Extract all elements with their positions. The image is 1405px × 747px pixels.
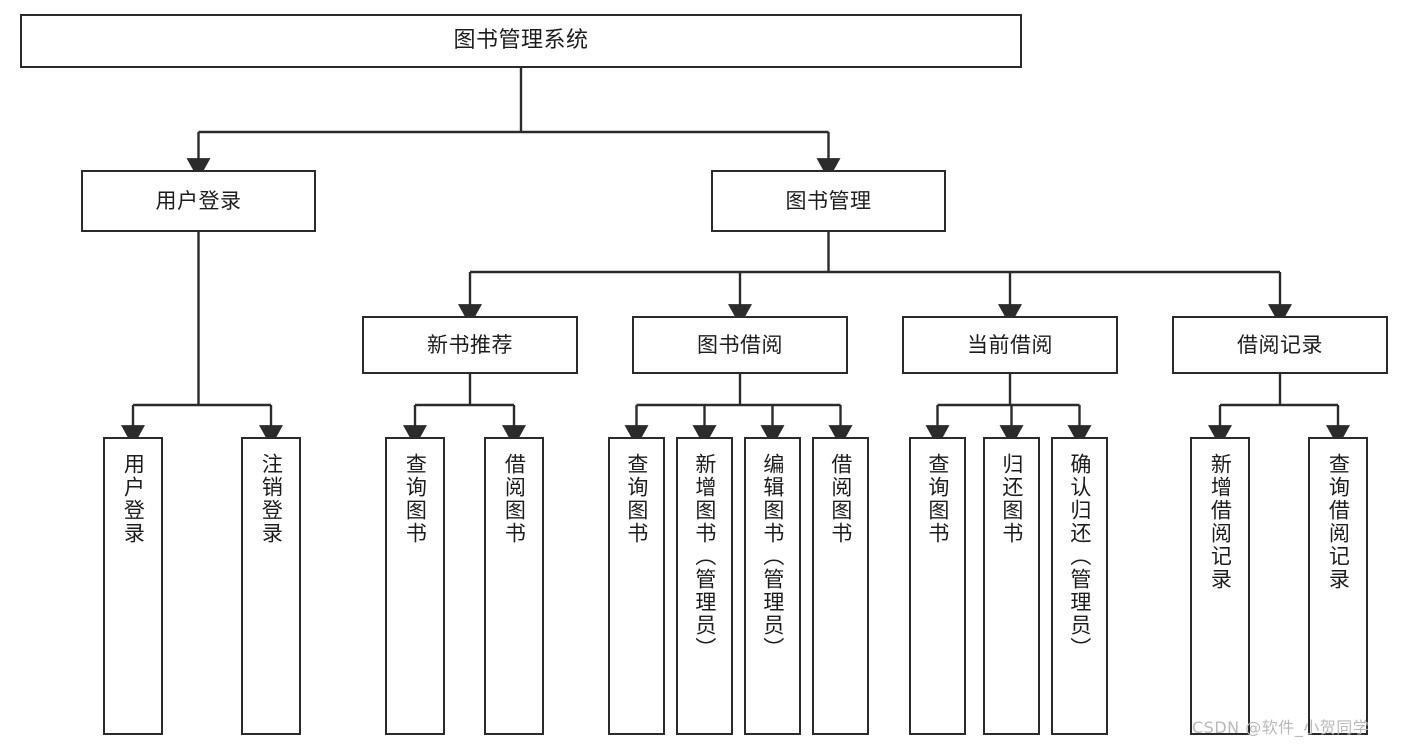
node-leaf-borrow-book-2[interactable]: 借阅图书 xyxy=(812,437,869,735)
node-user-login-label: 用户登录 xyxy=(155,188,242,213)
node-borrow-record-label: 借阅记录 xyxy=(1237,332,1323,357)
node-leaf-query-book-1[interactable]: 查询图书 xyxy=(385,437,445,735)
node-leaf-add-record-label: 新增借阅记录 xyxy=(1208,453,1233,591)
node-book-manage-label: 图书管理 xyxy=(785,188,872,213)
node-book-manage[interactable]: 图书管理 xyxy=(711,170,946,232)
node-leaf-logout-label: 注销登录 xyxy=(259,453,284,545)
node-leaf-confirm-return-label: 确认归还（管理员） xyxy=(1067,453,1092,660)
node-leaf-edit-book[interactable]: 编辑图书（管理员） xyxy=(744,437,801,735)
node-leaf-confirm-return[interactable]: 确认归还（管理员） xyxy=(1051,437,1108,735)
node-book-borrow[interactable]: 图书借阅 xyxy=(632,316,848,374)
node-root-label: 图书管理系统 xyxy=(453,28,589,54)
node-leaf-add-record[interactable]: 新增借阅记录 xyxy=(1190,437,1250,735)
node-leaf-user-login[interactable]: 用户登录 xyxy=(103,437,163,735)
node-leaf-return-book[interactable]: 归还图书 xyxy=(983,437,1040,735)
node-leaf-query-record[interactable]: 查询借阅记录 xyxy=(1308,437,1368,735)
node-leaf-borrow-book-2-label: 借阅图书 xyxy=(828,453,853,545)
node-current-borrow-label: 当前借阅 xyxy=(967,332,1053,357)
node-leaf-return-book-label: 归还图书 xyxy=(999,453,1024,545)
node-leaf-add-book-label: 新增图书（管理员） xyxy=(692,453,717,660)
node-new-book-recommend[interactable]: 新书推荐 xyxy=(362,316,578,374)
node-current-borrow[interactable]: 当前借阅 xyxy=(902,316,1118,374)
node-book-borrow-label: 图书借阅 xyxy=(697,332,783,357)
node-borrow-record[interactable]: 借阅记录 xyxy=(1172,316,1388,374)
node-leaf-add-book[interactable]: 新增图书（管理员） xyxy=(676,437,733,735)
node-leaf-query-book-2-label: 查询图书 xyxy=(624,453,649,545)
node-leaf-borrow-book-1-label: 借阅图书 xyxy=(502,453,527,545)
node-leaf-user-login-label: 用户登录 xyxy=(121,453,146,545)
node-leaf-query-book-2[interactable]: 查询图书 xyxy=(608,437,665,735)
node-root[interactable]: 图书管理系统 xyxy=(20,14,1022,68)
node-leaf-logout[interactable]: 注销登录 xyxy=(241,437,301,735)
node-leaf-edit-book-label: 编辑图书（管理员） xyxy=(760,453,785,660)
node-leaf-borrow-book-1[interactable]: 借阅图书 xyxy=(484,437,544,735)
node-leaf-query-book-1-label: 查询图书 xyxy=(403,453,428,545)
node-leaf-query-book-3[interactable]: 查询图书 xyxy=(909,437,966,735)
node-leaf-query-book-3-label: 查询图书 xyxy=(925,453,950,545)
node-leaf-query-record-label: 查询借阅记录 xyxy=(1326,453,1351,591)
node-user-login[interactable]: 用户登录 xyxy=(81,170,316,232)
node-new-book-recommend-label: 新书推荐 xyxy=(427,332,513,357)
